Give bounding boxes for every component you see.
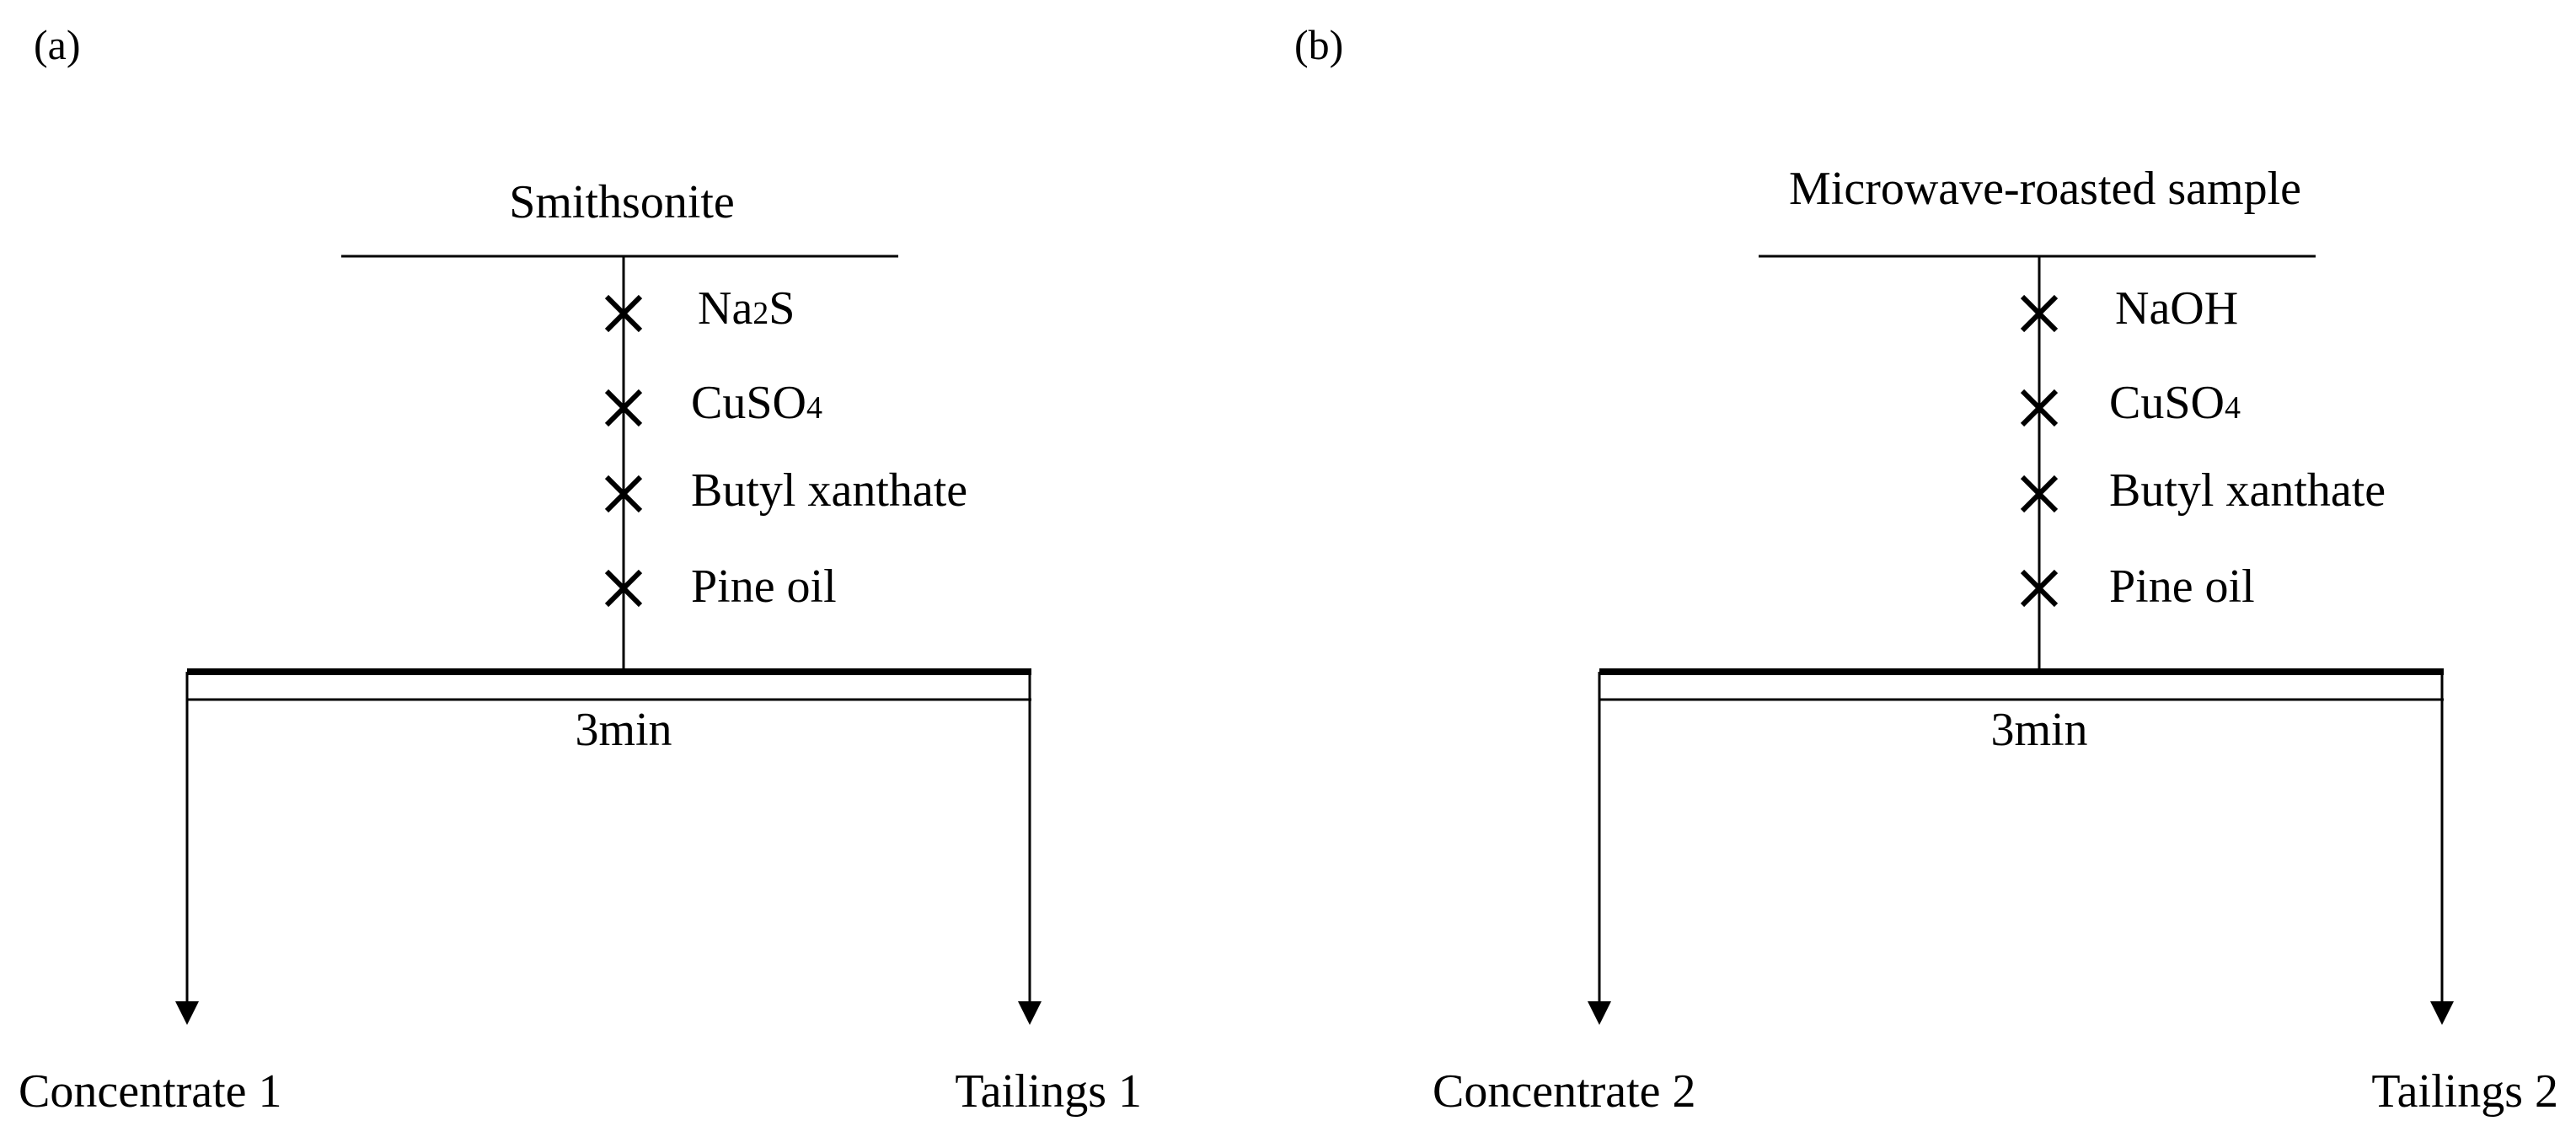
- tailings-label-b: Tailings 2: [2371, 1065, 2558, 1118]
- reagent-label: CuSO4: [2109, 377, 2241, 429]
- concentrate-label-b: Concentrate 2: [1433, 1065, 1696, 1118]
- panel-b: (b) Microwave-roasted sample NaOH CuSO4 …: [1294, 21, 2558, 1118]
- flotation-time-a: 3min: [575, 704, 672, 756]
- reagent-add-icon: [604, 294, 643, 333]
- tailings-label-a: Tailings 1: [955, 1065, 1142, 1118]
- reagent-add-icon: [604, 389, 643, 427]
- reagent-label: Butyl xanthate: [691, 464, 967, 517]
- panel-label-b: (b): [1294, 21, 1343, 68]
- reagent-label: Na2S: [698, 282, 795, 335]
- reagent-add-icon: [2020, 389, 2059, 427]
- reagent-label: NaOH: [2115, 282, 2238, 335]
- arrow-down-icon: [175, 700, 199, 1025]
- panel-a: (a) Smithsonite Na2S CuSO4 Butyl xanthat…: [19, 21, 1142, 1118]
- flotation-cell-b: [1598, 668, 2444, 701]
- reagent-label: CuSO4: [691, 377, 822, 429]
- arrow-down-icon: [2430, 700, 2454, 1025]
- arrow-down-icon: [1588, 700, 1611, 1025]
- flotation-cell-a: [185, 668, 1031, 701]
- panel-label-a: (a): [34, 21, 81, 68]
- reagent-add-icon: [604, 475, 643, 513]
- concentrate-label-a: Concentrate 1: [19, 1065, 282, 1118]
- arrow-down-icon: [1018, 700, 1042, 1025]
- flotation-time-b: 3min: [1990, 704, 2087, 756]
- feed-label-a: Smithsonite: [509, 176, 735, 228]
- reagent-label: Pine oil: [691, 560, 837, 613]
- reagent-add-icon: [2020, 569, 2059, 608]
- reagent-label: Butyl xanthate: [2109, 464, 2386, 517]
- reagent-label: Pine oil: [2109, 560, 2255, 613]
- reagent-add-icon: [2020, 475, 2059, 513]
- reagent-add-icon: [2020, 294, 2059, 333]
- feed-label-b: Microwave-roasted sample: [1789, 163, 2301, 215]
- reagent-add-icon: [604, 569, 643, 608]
